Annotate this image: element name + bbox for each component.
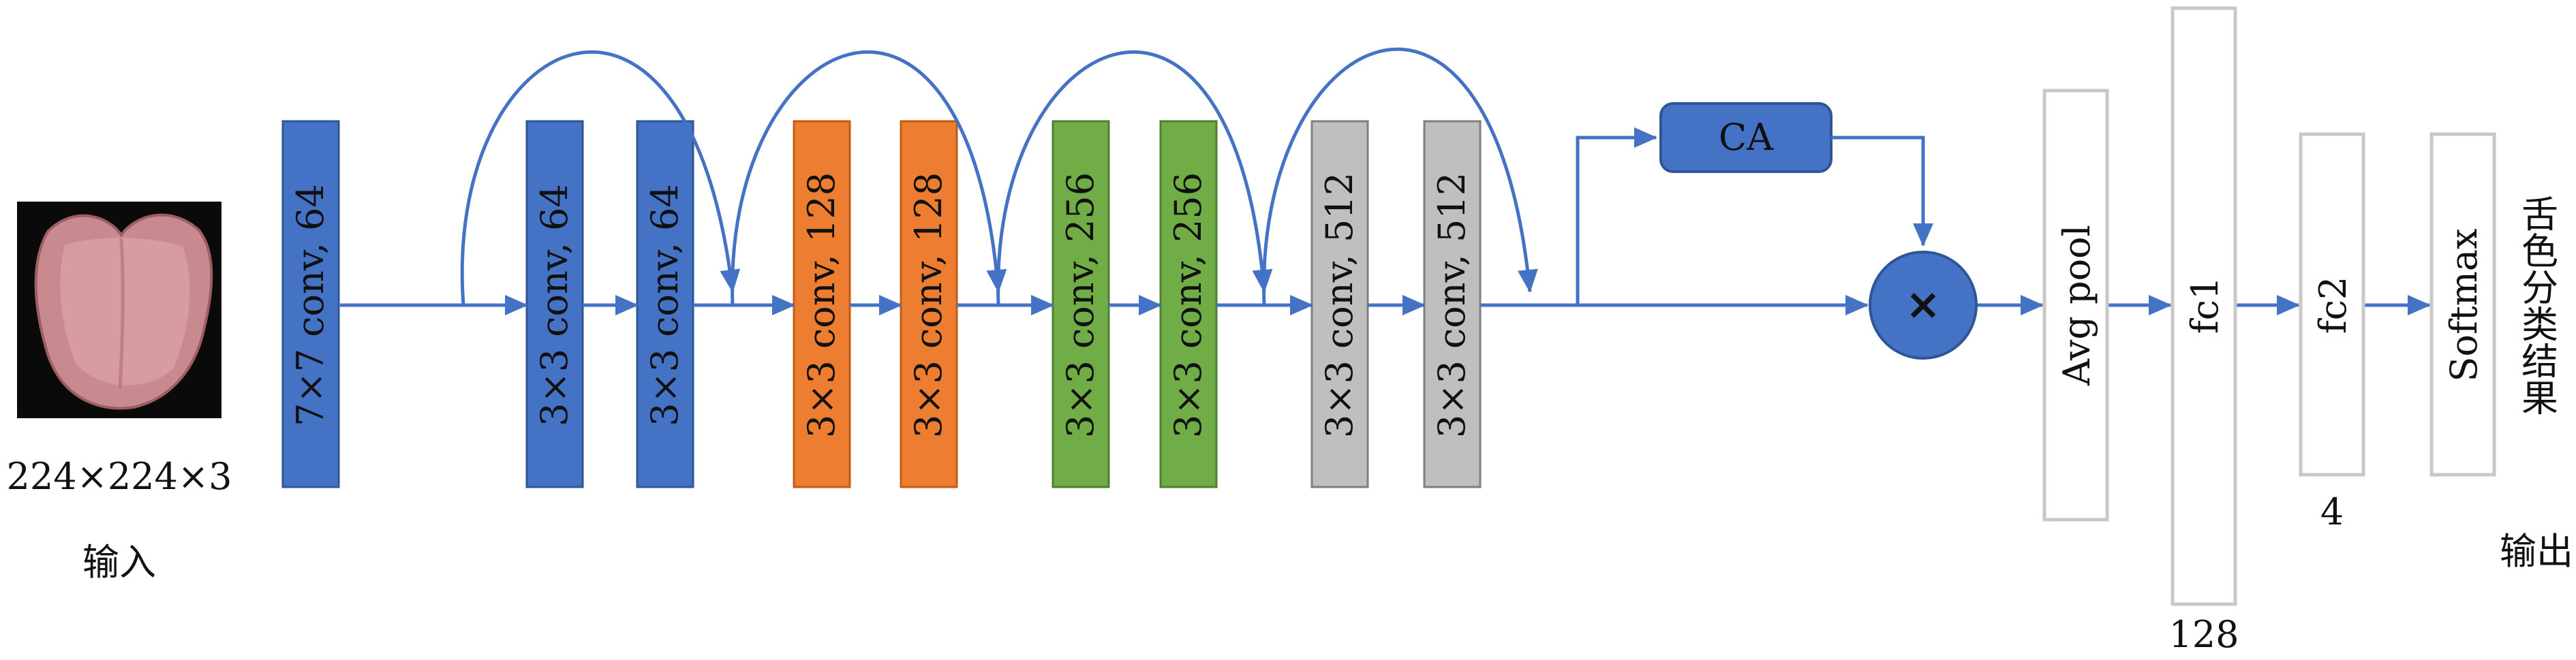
- conv-layer-2-label: 3×3 conv, 64: [533, 184, 576, 426]
- conv-layer-3: [636, 120, 694, 488]
- ca-label: CA: [1719, 116, 1774, 159]
- fc1-box: [2171, 6, 2237, 606]
- conv-layer-3-label: 3×3 conv, 64: [643, 184, 686, 426]
- skip-arc-4: [1262, 47, 1538, 306]
- output-caption: 输出: [2500, 530, 2573, 573]
- fc2-size: 4: [2320, 490, 2344, 533]
- skip-arc-2: [731, 50, 1007, 306]
- conv-layer-6: [1052, 120, 1110, 488]
- conv-layer-7-label: 3×3 conv, 256: [1167, 172, 1210, 438]
- skip-connections: [460, 47, 1538, 306]
- conv-layers: 7×7 conv, 64 3×3 conv, 64 3×3 conv, 64 3×3 …: [281, 120, 1482, 488]
- avgpool-label: Avg pool: [2055, 225, 2098, 386]
- conv-layer-1-label: 7×7 conv, 64: [289, 184, 332, 426]
- conv-layer-4: [793, 120, 851, 488]
- fc1-label: fc1: [2183, 277, 2226, 334]
- conv-layer-1: [281, 120, 340, 488]
- output-result-label: 舌色分类结果: [2515, 195, 2558, 415]
- fc2-label: fc2: [2312, 277, 2355, 334]
- softmax-label: Softmax: [2442, 228, 2485, 381]
- attention-branch: CA ×: [1576, 102, 1978, 360]
- multiply-icon: ×: [1905, 279, 1941, 329]
- fc2-box: [2299, 132, 2365, 477]
- input-caption: 输入: [82, 541, 156, 584]
- fc1-size: 128: [2168, 613, 2239, 656]
- softmax-box: [2429, 132, 2496, 477]
- multiply-node: [1869, 251, 1978, 360]
- classifier-head: Avg pool fc1 128 fc2 4 Softmax: [2042, 6, 2496, 656]
- conv-layer-8-label: 3×3 conv, 512: [1318, 172, 1361, 438]
- skip-arc-3: [996, 50, 1273, 306]
- conv-layer-6-label: 3×3 conv, 256: [1059, 172, 1102, 438]
- conv-layer-4-label: 3×3 conv, 128: [800, 172, 843, 438]
- conv-layer-5: [900, 120, 958, 488]
- skip-arc-1: [460, 50, 741, 306]
- avgpool-box: [2042, 89, 2109, 522]
- conv-layer-9-label: 3×3 conv, 512: [1430, 172, 1473, 438]
- conv-layer-5-label: 3×3 conv, 128: [907, 172, 950, 438]
- input-size-label: 224×224×3: [7, 455, 232, 498]
- input-image: [17, 202, 221, 418]
